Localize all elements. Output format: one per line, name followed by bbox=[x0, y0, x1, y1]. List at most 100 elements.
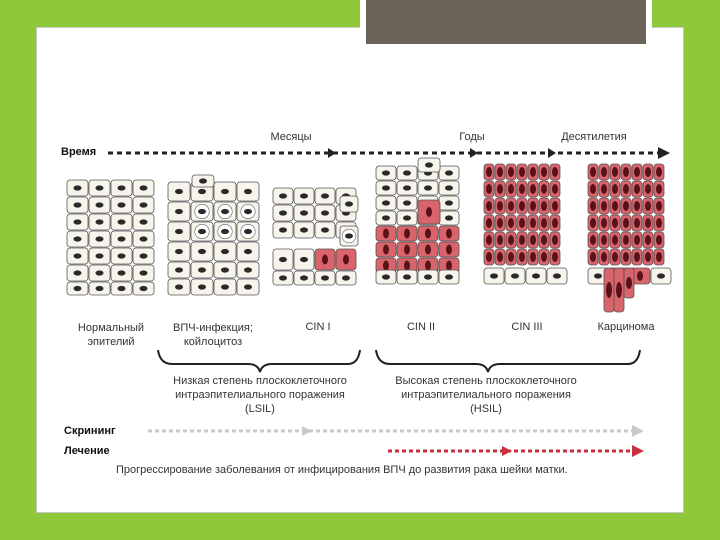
normal-cell bbox=[438, 210, 460, 226]
abnormal-cell bbox=[609, 180, 621, 198]
abnormal-cell bbox=[505, 180, 517, 198]
normal-cell bbox=[110, 264, 133, 282]
normal-cell bbox=[293, 187, 315, 205]
abnormal-cell bbox=[527, 180, 539, 198]
abnormal-cell bbox=[598, 248, 610, 266]
abnormal-cell bbox=[494, 180, 506, 198]
abnormal-cell bbox=[516, 214, 528, 232]
abnormal-cell bbox=[483, 163, 495, 181]
normal-cell bbox=[190, 261, 214, 279]
timeline-mark-months: Месяцы bbox=[270, 131, 312, 143]
normal-cell bbox=[213, 181, 237, 202]
normal-cell bbox=[396, 269, 418, 285]
normal-cell bbox=[314, 221, 336, 239]
abnormal-cell bbox=[620, 214, 632, 232]
stage-label-hpv: ВПЧ-инфекция; койлоцитоз bbox=[173, 322, 253, 348]
abnormal-cell bbox=[603, 267, 615, 313]
normal-cell bbox=[66, 179, 89, 197]
normal-cell bbox=[272, 270, 294, 286]
normal-cell bbox=[335, 270, 357, 286]
abnormal-cell bbox=[653, 231, 665, 249]
normal-cell bbox=[375, 195, 397, 211]
koilocyte-cell bbox=[339, 225, 359, 247]
normal-cell bbox=[272, 248, 294, 271]
abnormal-cell bbox=[598, 180, 610, 198]
abnormal-cell bbox=[642, 248, 654, 266]
normal-cell bbox=[375, 269, 397, 285]
normal-cell bbox=[438, 165, 460, 181]
abnormal-cell bbox=[609, 248, 621, 266]
abnormal-cell bbox=[335, 248, 357, 271]
normal-cell bbox=[66, 230, 89, 248]
stage-label-cin2: CIN II bbox=[406, 321, 436, 333]
normal-cell bbox=[525, 267, 547, 285]
normal-cell bbox=[236, 181, 260, 202]
abnormal-cell bbox=[598, 197, 610, 215]
abnormal-cell bbox=[587, 231, 599, 249]
abnormal-cell bbox=[620, 197, 632, 215]
normal-cell bbox=[132, 179, 155, 197]
normal-cell bbox=[88, 213, 111, 231]
abnormal-cell bbox=[538, 197, 550, 215]
normal-cell bbox=[88, 247, 111, 265]
abnormal-cell bbox=[483, 214, 495, 232]
normal-cell bbox=[213, 241, 237, 262]
abnormal-cell bbox=[516, 163, 528, 181]
normal-cell bbox=[88, 196, 111, 214]
abnormal-cell bbox=[549, 231, 561, 249]
normal-cell bbox=[650, 267, 672, 285]
normal-cell bbox=[396, 180, 418, 196]
normal-cell bbox=[88, 230, 111, 248]
tick-decades bbox=[548, 148, 556, 158]
abnormal-cell bbox=[538, 248, 550, 266]
koilocyte-cell bbox=[213, 201, 237, 222]
abnormal-cell bbox=[609, 231, 621, 249]
abnormal-cell bbox=[396, 241, 418, 258]
abnormal-cell bbox=[631, 248, 643, 266]
row-label-treatment: Лечение bbox=[64, 445, 110, 457]
koilocyte-cell bbox=[190, 221, 214, 242]
normal-cell bbox=[396, 195, 418, 211]
abnormal-cell bbox=[538, 163, 550, 181]
normal-cell bbox=[66, 213, 89, 231]
abnormal-cell bbox=[598, 163, 610, 181]
hsil-brace bbox=[375, 349, 641, 373]
abnormal-cell bbox=[538, 231, 550, 249]
abnormal-cell bbox=[587, 214, 599, 232]
abnormal-cell bbox=[417, 241, 439, 258]
abnormal-cell bbox=[375, 225, 397, 242]
abnormal-cell bbox=[609, 197, 621, 215]
normal-cell bbox=[417, 180, 439, 196]
abnormal-cell bbox=[438, 225, 460, 242]
title-bar bbox=[360, 0, 652, 50]
abnormal-cell bbox=[314, 248, 336, 271]
abnormal-cell bbox=[527, 231, 539, 249]
abnormal-cell bbox=[527, 248, 539, 266]
normal-cell bbox=[88, 281, 111, 296]
normal-cell bbox=[314, 187, 336, 205]
abnormal-cell bbox=[631, 180, 643, 198]
normal-cell bbox=[339, 195, 359, 213]
normal-cell bbox=[417, 157, 441, 173]
abnormal-cell bbox=[587, 163, 599, 181]
abnormal-cell bbox=[527, 197, 539, 215]
abnormal-cell bbox=[549, 197, 561, 215]
normal-cell bbox=[167, 241, 191, 262]
normal-cell bbox=[191, 174, 215, 188]
abnormal-cell bbox=[587, 180, 599, 198]
abnormal-cell bbox=[642, 163, 654, 181]
abnormal-cell bbox=[516, 248, 528, 266]
abnormal-cell bbox=[620, 231, 632, 249]
abnormal-cell bbox=[631, 214, 643, 232]
abnormal-cell bbox=[527, 163, 539, 181]
abnormal-cell bbox=[483, 231, 495, 249]
lsil-brace bbox=[157, 349, 361, 373]
stage-label-carcinoma: Карцинома bbox=[597, 321, 655, 333]
normal-cell bbox=[213, 261, 237, 279]
abnormal-cell bbox=[505, 231, 517, 249]
normal-cell bbox=[314, 270, 336, 286]
abnormal-cell bbox=[494, 197, 506, 215]
abnormal-cell bbox=[598, 231, 610, 249]
abnormal-cell bbox=[609, 163, 621, 181]
